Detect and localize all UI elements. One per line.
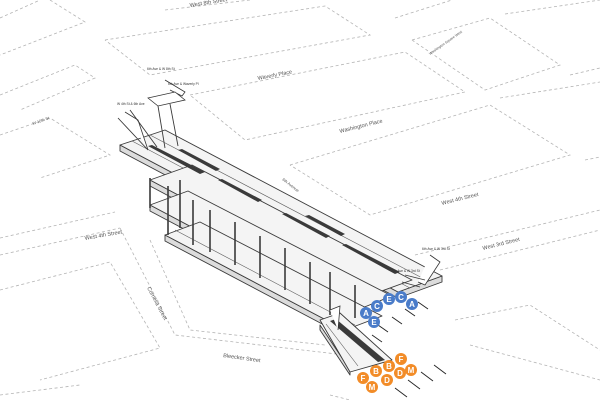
entrance-label-nw: 6th Ave & W 8th St bbox=[147, 67, 175, 71]
direction-arrows-upper bbox=[371, 301, 429, 343]
svg-text:F: F bbox=[399, 355, 404, 364]
svg-text:A: A bbox=[409, 300, 415, 309]
route-bullet-lower-1: B bbox=[383, 360, 395, 372]
svg-text:E: E bbox=[386, 295, 392, 304]
entrances bbox=[117, 79, 441, 331]
svg-text:D: D bbox=[384, 376, 390, 385]
street-label-waverly-place: Waverly Place bbox=[257, 69, 292, 82]
svg-text:C: C bbox=[374, 302, 380, 311]
entrance-label-n2: 6th Ave & Waverly Pl bbox=[168, 82, 199, 86]
entrance-label-e2: 6th Ave & W 3rd St bbox=[392, 269, 420, 273]
svg-text:M: M bbox=[369, 383, 376, 392]
route-bullet-upper-2: E bbox=[383, 293, 395, 305]
route-bullet-lower-5: M bbox=[366, 381, 378, 393]
street-label-cornelia: Cornelia Street bbox=[145, 286, 168, 322]
route-bullet-lower-0: F bbox=[395, 353, 407, 365]
entrance-label-e: 6th Ave & W 3rd St bbox=[422, 247, 450, 251]
street-label-bleecker: Bleecker Street bbox=[223, 353, 262, 364]
route-bullet-lower-6: B bbox=[370, 365, 382, 377]
street-label-west-4th-right: West 4th Street bbox=[441, 192, 480, 207]
street-label-sixth-avenue: 6th Avenue bbox=[281, 177, 300, 194]
direction-arrows-lower bbox=[394, 364, 447, 398]
route-bullet-lower-7: D bbox=[381, 374, 393, 386]
route-bullet-upper-0: A bbox=[360, 307, 372, 319]
route-bullet-upper-1: C bbox=[371, 300, 383, 312]
svg-text:D: D bbox=[397, 369, 403, 378]
route-bullet-upper-5: E bbox=[368, 316, 380, 328]
svg-text:E: E bbox=[371, 318, 377, 327]
svg-text:C: C bbox=[398, 293, 404, 302]
entrance-label-w: W 4th St & 6th Ave bbox=[117, 102, 145, 106]
svg-text:B: B bbox=[373, 367, 379, 376]
route-bullet-lower-4: F bbox=[357, 372, 369, 384]
street-label-washington-place: Washington Place bbox=[339, 118, 383, 135]
route-bullet-lower-2: D bbox=[394, 367, 406, 379]
route-bullet-upper-3: C bbox=[395, 291, 407, 303]
svg-text:M: M bbox=[408, 366, 415, 375]
svg-text:F: F bbox=[361, 374, 366, 383]
street-label-west-3rd: West 3rd Street bbox=[482, 237, 521, 252]
route-bullet-lower-3: M bbox=[405, 364, 417, 376]
street-label-w10th: W 10th St bbox=[32, 115, 51, 126]
street-label-west-8th: West 8th Street bbox=[189, 0, 228, 9]
upper-tracks bbox=[148, 145, 400, 274]
columns bbox=[149, 178, 356, 318]
route-bullet-upper-4: A bbox=[406, 298, 418, 310]
svg-text:B: B bbox=[386, 362, 392, 371]
svg-text:A: A bbox=[363, 309, 369, 318]
